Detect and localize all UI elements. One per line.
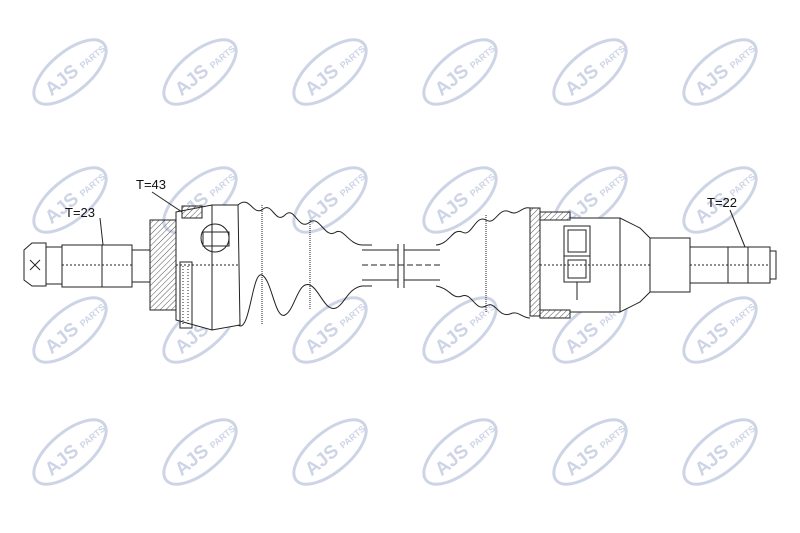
drive-shaft	[23, 201, 777, 331]
teeth-inner-label: T=22	[707, 195, 737, 210]
logo-suffix-text: PARTS	[728, 44, 757, 71]
logo-suffix-text: PARTS	[78, 302, 107, 329]
logo-ring-icon	[32, 166, 108, 234]
logo-ring-icon	[422, 38, 498, 106]
logo-suffix-text: PARTS	[338, 172, 367, 199]
inner-boot	[435, 207, 531, 319]
logo-ring-icon	[422, 166, 498, 234]
teeth-outer-label: T=23	[65, 205, 95, 220]
logo-ring-icon	[682, 38, 758, 106]
logo-ring-icon	[162, 38, 238, 106]
logo-suffix-text: PARTS	[728, 302, 757, 329]
logo-suffix-text: PARTS	[468, 172, 497, 199]
logo-suffix-text: PARTS	[338, 424, 367, 451]
logo-suffix-text: PARTS	[338, 44, 367, 71]
logo-ring-icon	[682, 418, 758, 486]
logo-suffix-text: PARTS	[598, 44, 627, 71]
logo-suffix-text: PARTS	[208, 44, 237, 71]
logo-ring-icon	[292, 418, 368, 486]
inner-stub-shaft	[649, 237, 777, 293]
outer-cv-joint	[149, 204, 241, 331]
logo-ring-icon	[682, 166, 758, 234]
teeth-abs-ring-label: T=43	[136, 177, 166, 192]
logo-ring-icon	[292, 38, 368, 106]
logo-suffix-text: PARTS	[208, 172, 237, 199]
logo-suffix-text: PARTS	[338, 302, 367, 329]
logo-ring-icon	[32, 418, 108, 486]
logo-ring-icon	[422, 296, 498, 364]
logo-suffix-text: PARTS	[598, 172, 627, 199]
logo-suffix-text: PARTS	[78, 44, 107, 71]
outer-stub-shaft	[23, 242, 150, 288]
leader-lines	[99, 191, 746, 248]
logo-ring-icon	[32, 296, 108, 364]
logo-suffix-text: PARTS	[78, 424, 107, 451]
inner-cv-joint	[529, 207, 651, 319]
logo-ring-icon	[292, 166, 368, 234]
logo-suffix-text: PARTS	[728, 424, 757, 451]
logo-ring-icon	[552, 38, 628, 106]
logo-ring-icon	[162, 418, 238, 486]
outer-boot	[237, 201, 372, 327]
logo-ring-icon	[682, 296, 758, 364]
logo-suffix-text: PARTS	[208, 424, 237, 451]
intermediate-shaft	[362, 244, 440, 288]
logo-ring-icon	[292, 296, 368, 364]
logo-suffix-text: PARTS	[468, 424, 497, 451]
logo-suffix-text: PARTS	[598, 424, 627, 451]
logo-ring-icon	[32, 38, 108, 106]
logo-ring-icon	[552, 418, 628, 486]
logo-ring-icon	[422, 418, 498, 486]
logo-suffix-text: PARTS	[78, 172, 107, 199]
logo-suffix-text: PARTS	[468, 44, 497, 71]
